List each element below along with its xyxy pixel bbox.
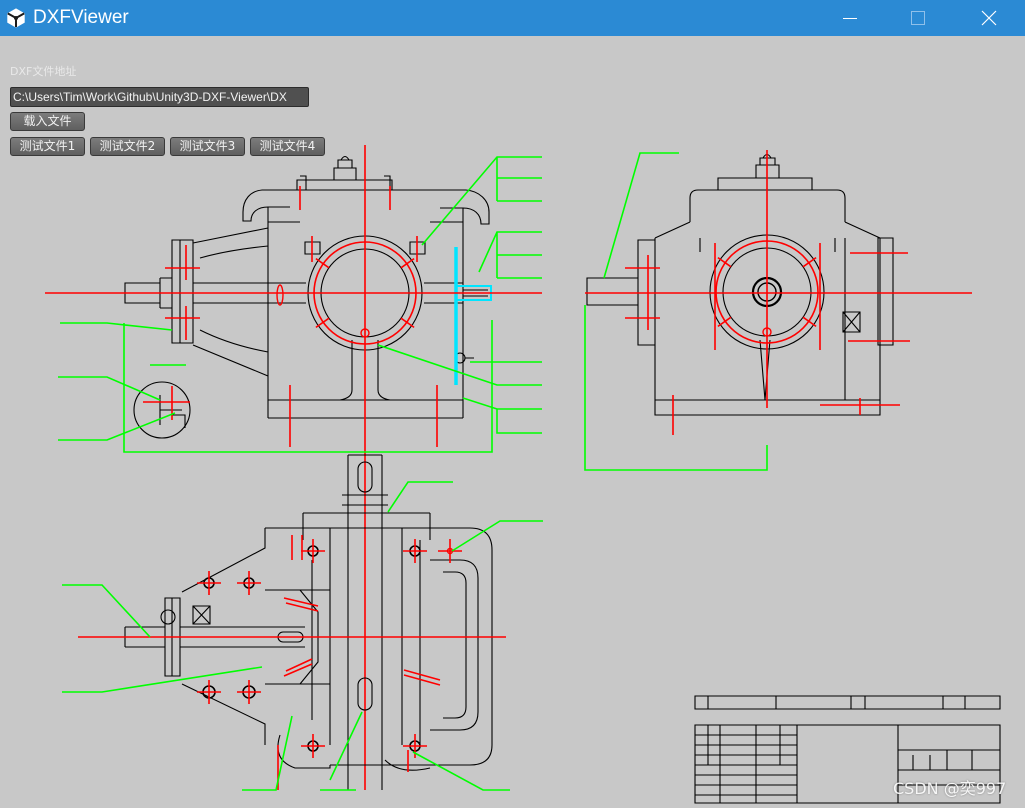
side-bolt-mark xyxy=(762,327,772,337)
front-detail-circle xyxy=(133,381,191,439)
plan-view-outline xyxy=(124,454,493,790)
bolt-hole xyxy=(203,577,215,589)
front-bore-boss-circle xyxy=(307,235,423,351)
front-view-outline xyxy=(124,155,490,428)
side-view xyxy=(584,150,972,471)
maximize-icon xyxy=(911,11,925,25)
pinion-keyway xyxy=(277,631,304,643)
unity-icon xyxy=(5,7,27,29)
bolt-hole xyxy=(243,577,255,589)
front-bore-circle xyxy=(320,248,410,338)
side-shaft-inner-circle xyxy=(757,282,777,302)
dxf-path-input[interactable] xyxy=(10,87,309,107)
watermark: CSDN @奕997 xyxy=(893,779,1007,798)
front-drain-plug xyxy=(454,352,466,364)
close-button[interactable] xyxy=(966,0,1012,36)
output-shaft-keyway-bottom xyxy=(357,677,373,711)
output-shaft-keyway-top xyxy=(357,461,373,493)
front-pin-mark xyxy=(276,284,284,306)
front-view-highlight-cap xyxy=(456,285,492,301)
side-pitch-circle xyxy=(715,240,819,344)
side-bore-circle xyxy=(722,247,812,337)
side-bore-boss-circle xyxy=(709,234,825,350)
minimize-button[interactable] xyxy=(827,0,873,36)
bolt-hole xyxy=(202,685,216,699)
title-block-header-strip xyxy=(694,695,1001,710)
test-file-2-button[interactable]: 测试文件2 xyxy=(90,137,165,156)
front-view-leaders xyxy=(58,156,542,453)
plan-view-leaders xyxy=(62,481,543,791)
bolt-hole xyxy=(409,740,421,752)
front-view xyxy=(45,145,542,790)
plan-bolt-mark xyxy=(446,547,454,555)
dxf-path-label: DXF文件地址 xyxy=(10,65,77,78)
bolt-hole xyxy=(242,685,256,699)
test-file-4-button[interactable]: 测试文件4 xyxy=(250,137,325,156)
plan-small-circle xyxy=(160,609,176,625)
test-file-1-button[interactable]: 测试文件1 xyxy=(10,137,85,156)
side-view-outline xyxy=(586,153,894,416)
side-view-leaders xyxy=(584,152,768,471)
side-shaft-outer-circle xyxy=(751,276,783,308)
front-bolt-mark xyxy=(360,328,370,338)
window-title: DXFViewer xyxy=(33,7,129,28)
bolt-hole xyxy=(409,545,421,557)
front-view-centerlines xyxy=(45,145,542,790)
test-file-3-button[interactable]: 测试文件3 xyxy=(170,137,245,156)
bolt-hole xyxy=(307,545,319,557)
title-bar[interactable]: DXFViewer xyxy=(0,0,1025,36)
bolt-hole xyxy=(307,740,319,752)
plan-view-centerlines xyxy=(78,535,506,790)
maximize-button[interactable] xyxy=(895,0,941,36)
minimize-icon xyxy=(843,18,857,19)
plan-bolt-holes xyxy=(202,545,421,752)
side-view-centerlines xyxy=(585,150,972,435)
front-pitch-circle xyxy=(313,241,417,345)
plan-view xyxy=(62,454,543,791)
load-file-button[interactable]: 载入文件 xyxy=(10,112,85,131)
close-icon xyxy=(981,10,997,26)
